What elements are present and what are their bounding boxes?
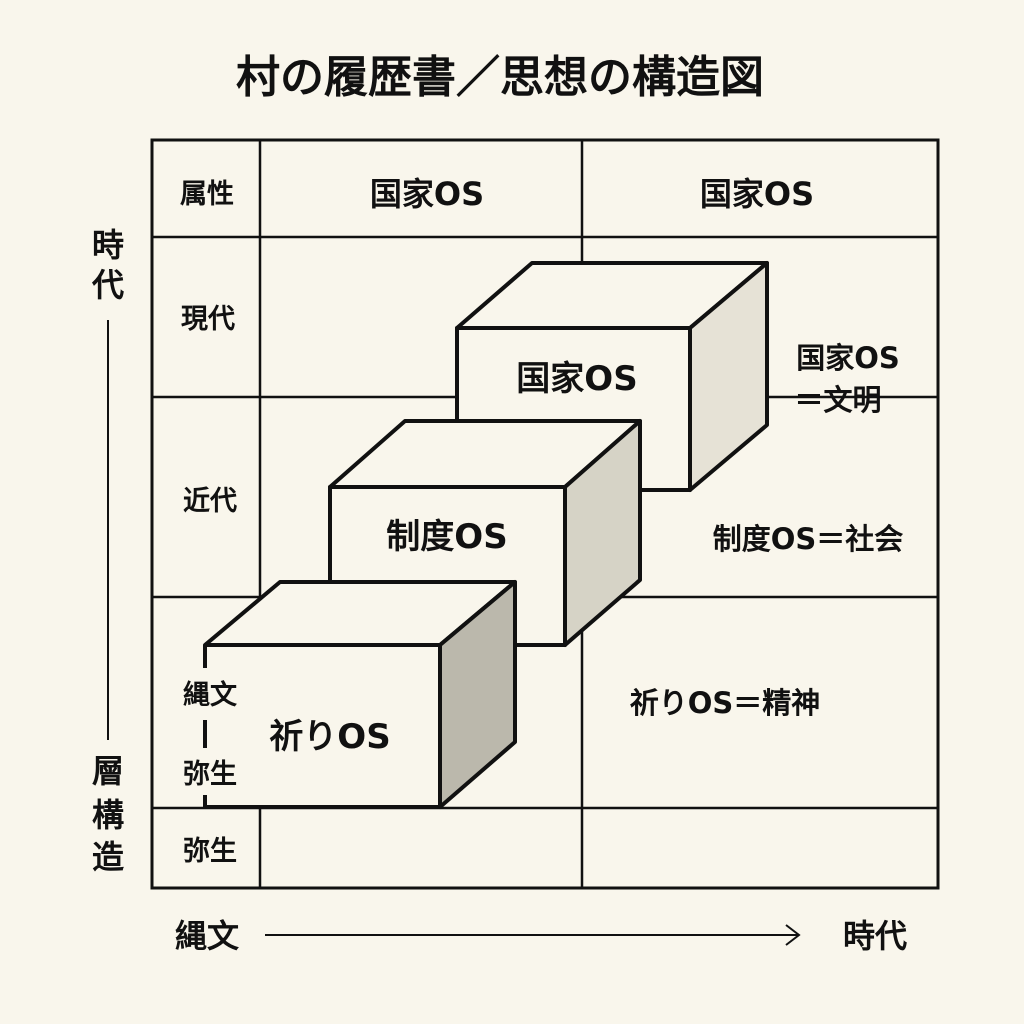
row-label-yayoi: 弥生 xyxy=(183,835,237,867)
box-prayer-os: 祈りOS xyxy=(203,580,517,809)
diagram-title: 村の履歴書／思想の構造図 xyxy=(236,52,764,103)
axis-start-label: 縄文 xyxy=(175,917,239,955)
row-label-jomon: 縄文 xyxy=(183,679,238,711)
axis-end-label: 時代 xyxy=(843,917,907,955)
note-state-line2: ＝文明 xyxy=(794,383,881,417)
row-label-early-modern: 近代 xyxy=(183,486,237,517)
box-label: 国家OS xyxy=(516,359,637,399)
horizontal-axis: 縄文 時代 xyxy=(175,917,907,955)
header-col1: 国家OS xyxy=(370,175,484,213)
svg-text:時: 時 xyxy=(92,226,124,264)
box-label: 制度OS xyxy=(386,517,507,557)
row-label-modern: 現代 xyxy=(181,304,235,335)
note-prayer: 祈りOS＝精神 xyxy=(630,686,821,720)
vertical-axis: 時 代 層 構 造 xyxy=(91,226,124,876)
svg-text:層: 層 xyxy=(92,752,124,790)
box-label: 祈りOS xyxy=(269,717,390,757)
note-institution: 制度OS＝社会 xyxy=(713,522,904,556)
svg-text:造: 造 xyxy=(92,838,124,876)
arrow-head-icon xyxy=(785,924,801,946)
svg-text:構: 構 xyxy=(92,796,124,834)
row-label-yayoi-range: 弥生 xyxy=(183,758,237,790)
header-attribute: 属性 xyxy=(180,179,234,210)
note-state-line1: 国家OS xyxy=(796,341,900,375)
header-col2: 国家OS xyxy=(700,175,814,213)
svg-text:代: 代 xyxy=(91,266,124,304)
